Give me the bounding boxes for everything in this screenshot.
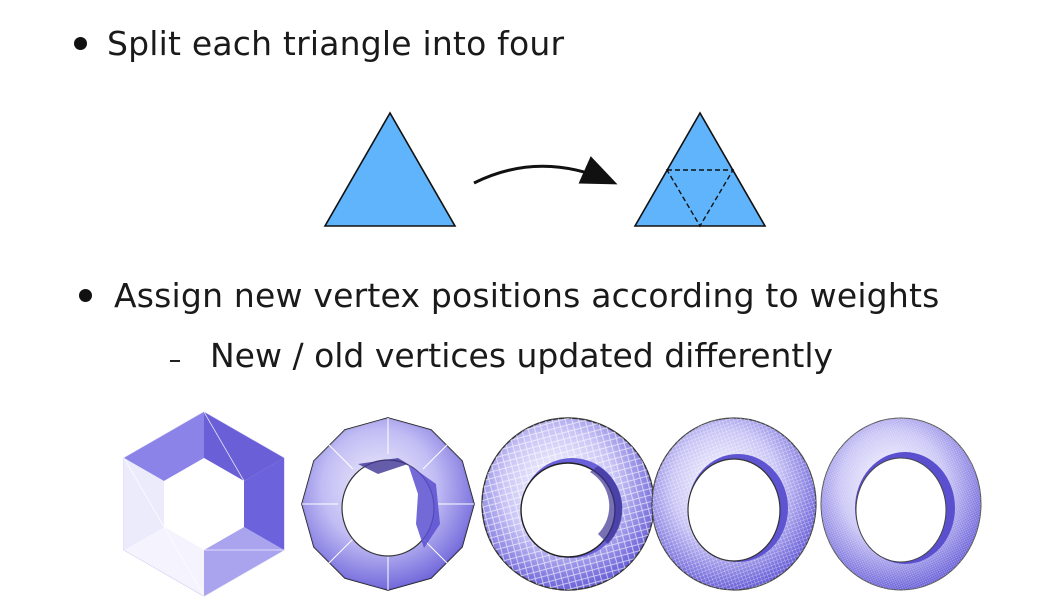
bullet-text: Assign new vertex positions according to…: [114, 276, 940, 315]
subdivision-levels-figure: [123, 411, 982, 597]
torus-level-4: [820, 417, 982, 591]
triangle-split-diagram: [323, 111, 767, 228]
sub-bullet-new-old-vertices: New / old vertices updated differently: [170, 336, 833, 375]
bullet-dot-icon: [79, 289, 92, 302]
sub-bullet-text: New / old vertices updated differently: [210, 336, 834, 375]
bullet-split-triangle: Split each triangle into four: [74, 24, 564, 63]
bullet-assign-vertex: Assign new vertex positions according to…: [79, 276, 939, 315]
bullet-text: Split each triangle into four: [107, 24, 565, 63]
torus-level-3: [651, 417, 817, 591]
curved-arrow-icon: [473, 156, 618, 185]
bullet-dot-icon: [74, 37, 87, 50]
dash-marker-icon: [170, 359, 180, 362]
subdivided-triangle-icon: [633, 111, 767, 228]
torus-level-1: [301, 417, 475, 591]
torus-level-2: [481, 417, 655, 591]
triangle-icon: [323, 111, 457, 227]
hexagon-mesh: [123, 411, 285, 597]
